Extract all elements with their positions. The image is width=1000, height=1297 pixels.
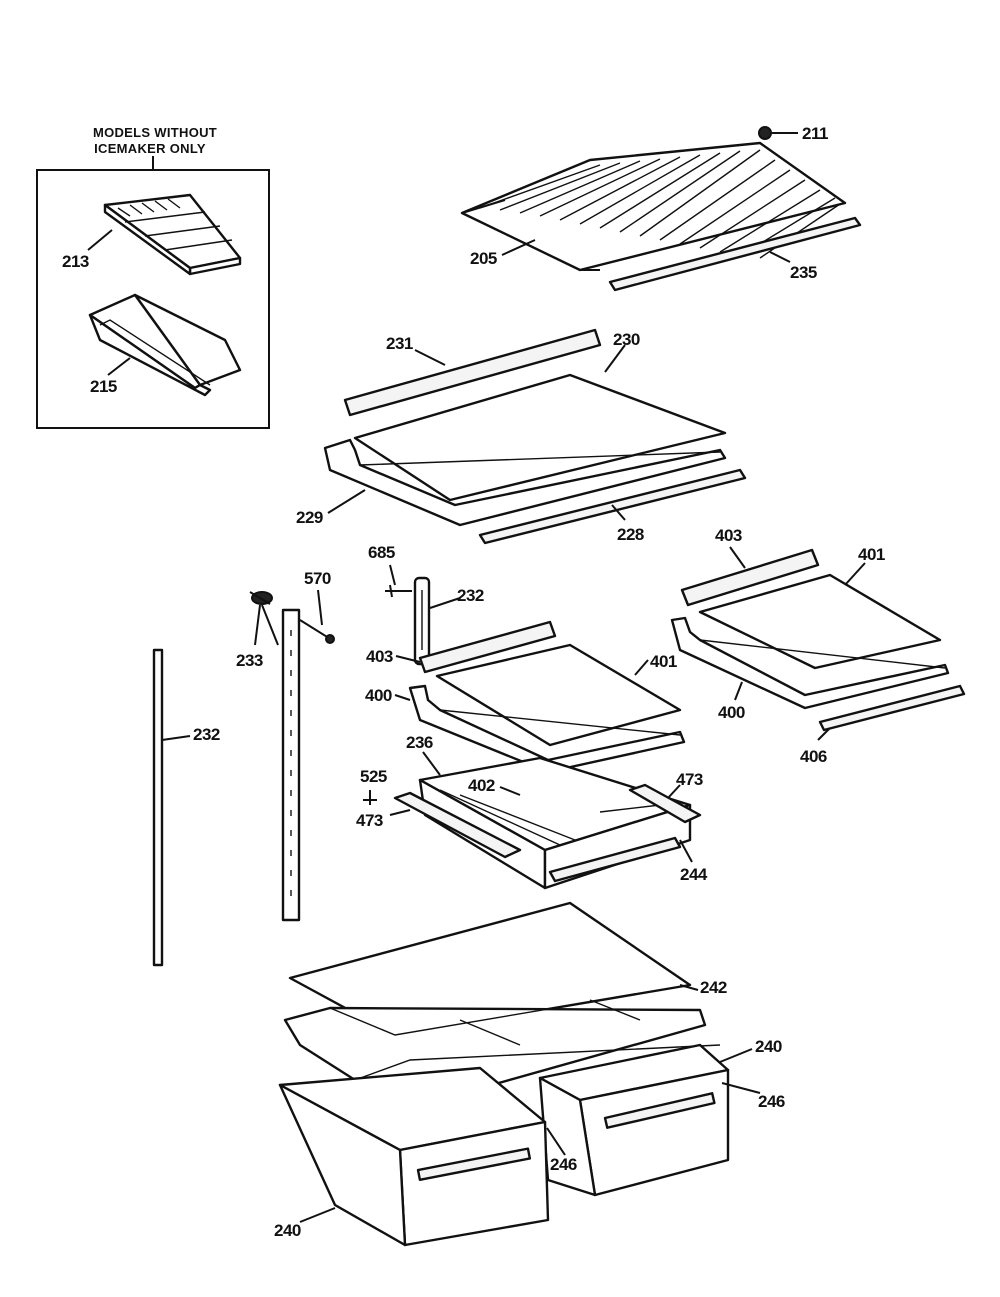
shelf-frame-229 <box>323 438 727 527</box>
label-401-right: 401 <box>858 545 885 564</box>
label-406: 406 <box>800 747 827 766</box>
label-246-left: 246 <box>550 1155 577 1174</box>
label-231: 231 <box>386 334 413 353</box>
inset-header-line1: MODELS WITHOUT <box>93 125 217 140</box>
label-233: 233 <box>236 651 263 670</box>
shelf-trim-403-right <box>680 548 820 607</box>
clip-233 <box>249 591 273 605</box>
label-235: 235 <box>790 263 817 282</box>
shelf-rail-406 <box>818 684 966 732</box>
shelf-rail-235 <box>608 216 862 292</box>
label-229: 229 <box>296 508 323 527</box>
crisper-drawer-right-240 <box>538 1043 730 1197</box>
wire-shelf-part <box>460 141 847 272</box>
label-685: 685 <box>368 543 395 562</box>
label-232-bracket: 232 <box>457 586 484 605</box>
ice-tray-part <box>103 193 242 276</box>
drawer-rail-473-right <box>628 783 702 824</box>
shelf-trim-403-left <box>418 620 557 674</box>
screw-211 <box>758 126 772 140</box>
ladder-rail-233-part <box>281 608 301 922</box>
screw-685 <box>385 584 412 598</box>
ice-bin-part <box>88 293 242 397</box>
screw-525 <box>363 790 377 805</box>
label-242: 242 <box>700 978 727 997</box>
label-230: 230 <box>613 330 640 349</box>
label-211: 211 <box>802 124 828 143</box>
label-402: 402 <box>468 776 495 795</box>
inset-box <box>36 169 270 429</box>
glass-shelf-230 <box>353 373 727 502</box>
label-570: 570 <box>304 569 331 588</box>
bracket-232 <box>413 576 431 666</box>
label-215: 215 <box>90 377 117 396</box>
label-236: 236 <box>406 733 433 752</box>
label-240-left: 240 <box>274 1221 301 1240</box>
label-401-left: 401 <box>650 652 677 671</box>
icemaker-inset: MODELS WITHOUT ICEMAKER ONLY 213 215 <box>36 125 270 429</box>
label-246-right: 246 <box>758 1092 785 1111</box>
drawer-rail-473-left <box>393 791 522 859</box>
label-232-left: 232 <box>193 725 220 744</box>
shelf-trim-231 <box>343 328 602 417</box>
screw-570 <box>299 619 335 644</box>
drawer-rail-244 <box>548 836 682 883</box>
shelf-frame-400-left <box>408 684 686 774</box>
label-403-left: 403 <box>366 647 393 666</box>
inset-header-line2: ICEMAKER ONLY <box>94 141 206 156</box>
label-400-right: 400 <box>718 703 745 722</box>
label-240-right: 240 <box>755 1037 782 1056</box>
label-400-left: 400 <box>365 686 392 705</box>
label-525: 525 <box>360 767 387 786</box>
label-213: 213 <box>62 252 89 271</box>
crisper-drawer-left-240 <box>278 1066 550 1247</box>
label-473-left: 473 <box>356 811 383 830</box>
label-403-right: 403 <box>715 526 742 545</box>
ladder-rail-232 <box>152 648 164 967</box>
label-228: 228 <box>617 525 644 544</box>
glass-shelf-401-left <box>435 643 682 747</box>
shelf-frame-400-right <box>670 616 950 710</box>
label-473-right: 473 <box>676 770 703 789</box>
label-244: 244 <box>680 865 708 884</box>
label-205: 205 <box>470 249 497 268</box>
